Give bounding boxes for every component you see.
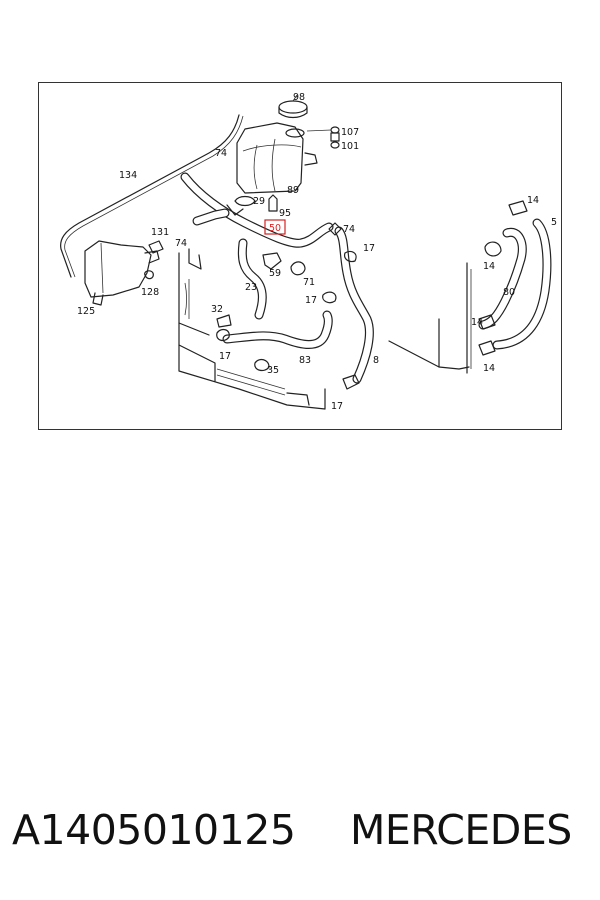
- callout-17-upper: 17: [363, 243, 375, 254]
- sensor-parts: [306, 126, 340, 149]
- callout-14-upper: 14: [483, 261, 495, 272]
- callout-50: 50: [269, 223, 281, 234]
- hose-23: [237, 238, 267, 320]
- clamp-17-mid: [322, 291, 337, 304]
- clamp-14-low: [478, 340, 496, 356]
- clamp-32: [216, 314, 232, 328]
- callout-17-left: 17: [219, 351, 231, 362]
- radiator: [178, 248, 326, 410]
- cooling-system-exploded-view: 98 107 101 134 74 89 29 95 50 74 131 74 …: [60, 92, 557, 412]
- callout-23: 23: [245, 282, 257, 293]
- callout-14-low: 14: [483, 363, 495, 374]
- expansion-tank: [236, 122, 318, 194]
- hose-left-short: [192, 208, 230, 226]
- callout-14-top: 14: [527, 195, 539, 206]
- callout-50-highlight-box: [264, 219, 286, 235]
- callout-74-right: 74: [343, 224, 355, 235]
- callout-29: 29: [253, 196, 265, 207]
- callout-101: 101: [341, 141, 359, 152]
- callout-107: 107: [341, 127, 359, 138]
- callout-83: 83: [299, 355, 311, 366]
- callout-8: 8: [373, 355, 379, 366]
- callout-125: 125: [77, 306, 95, 317]
- brand-name: MERCEDES: [350, 806, 572, 854]
- callout-74-left: 74: [175, 238, 187, 249]
- clip-71: [290, 261, 306, 276]
- clamp-17-bottom: [342, 374, 360, 390]
- connector-29: [234, 195, 256, 207]
- callout-134: 134: [119, 170, 137, 181]
- clamp-14-upper-left: [484, 241, 502, 257]
- hose-83: [222, 310, 333, 349]
- hose-upper-left: [180, 172, 334, 248]
- part-number: A1405010125: [12, 806, 296, 854]
- clamp-14-mid: [478, 314, 496, 330]
- hose-80: [478, 227, 527, 330]
- callout-71: 71: [303, 277, 315, 288]
- engine-outline: [388, 262, 472, 374]
- radiator-cap: [278, 94, 308, 119]
- callout-5: 5: [551, 217, 557, 228]
- callout-14-mid: 14: [471, 317, 483, 328]
- callout-131: 131: [151, 227, 169, 238]
- callout-17-bottom: 17: [331, 401, 343, 412]
- callout-128: 128: [141, 287, 159, 298]
- clamp-35: [254, 358, 270, 372]
- callout-35: 35: [267, 365, 279, 376]
- parts-diagram: 98 107 101 134 74 89 29 95 50 74 131 74 …: [38, 82, 562, 430]
- clamp-14-top: [508, 200, 528, 216]
- fitting-59: [262, 252, 282, 270]
- hose-5: [492, 218, 552, 350]
- clip-131: [148, 240, 164, 254]
- clip-128: [144, 270, 154, 280]
- callout-89: 89: [287, 185, 299, 196]
- callout-59: 59: [269, 268, 281, 279]
- hose-8: [334, 226, 374, 384]
- part-footer: A1405010125 MERCEDES: [0, 800, 600, 860]
- overflow-pipe: [60, 114, 240, 278]
- callout-74-upper: 74: [215, 148, 227, 159]
- callout-17-mid: 17: [305, 295, 317, 306]
- callout-95: 95: [279, 208, 291, 219]
- callout-32: 32: [211, 304, 223, 315]
- clamp-17-right: [344, 250, 357, 263]
- callout-98: 98: [293, 92, 305, 103]
- clamp-17-left: [216, 328, 230, 342]
- callout-80: 80: [503, 287, 515, 298]
- valve-95: [268, 194, 278, 212]
- washer-reservoir: [84, 240, 160, 306]
- clamp-74-right: [328, 222, 342, 236]
